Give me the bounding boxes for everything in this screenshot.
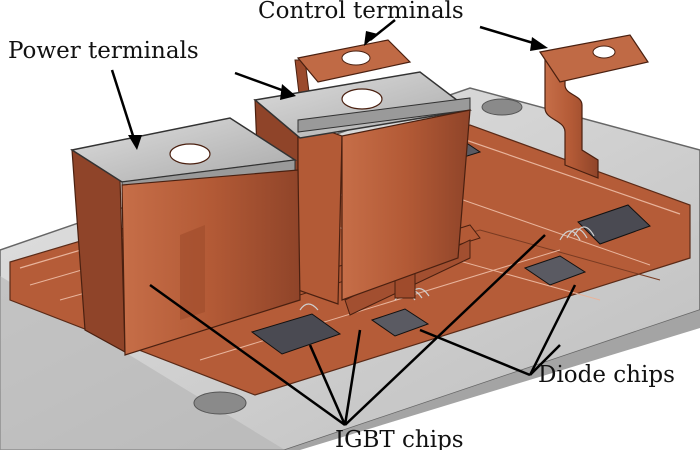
arrow-diode-chip-2: [528, 284, 577, 376]
arrow-igbt-chip-2: [308, 344, 347, 426]
power-terminal-front: [70, 117, 301, 356]
arrow-control-right: [479, 25, 541, 47]
mounting-hole-front: [193, 391, 247, 415]
arrow-power-front: [110, 69, 137, 143]
label-igbt-chips: IGBT chips: [335, 427, 464, 450]
igbt-chip-3: [577, 204, 651, 245]
igbt-chip-2: [250, 313, 342, 355]
control-terminal-left: [294, 39, 412, 103]
control-terminal-right: [538, 34, 649, 179]
label-diode-chips: Diode chips: [538, 362, 675, 388]
arrow-igbt-chip-3: [343, 329, 362, 426]
diode-chip-1: [370, 308, 430, 337]
diode-chip-2: [523, 255, 587, 286]
mounting-hole-back: [481, 98, 523, 116]
label-control-terminals: Control terminals: [258, 0, 464, 24]
leader-arrows: [110, 19, 577, 427]
arrow-igbt-chip-4: [344, 234, 546, 426]
arrow-diode-chip-1: [529, 344, 561, 376]
arrow-igbt-chip-1: [149, 283, 346, 427]
label-power-terminals: Power terminals: [8, 38, 199, 64]
arrow-power-rear: [234, 71, 291, 95]
